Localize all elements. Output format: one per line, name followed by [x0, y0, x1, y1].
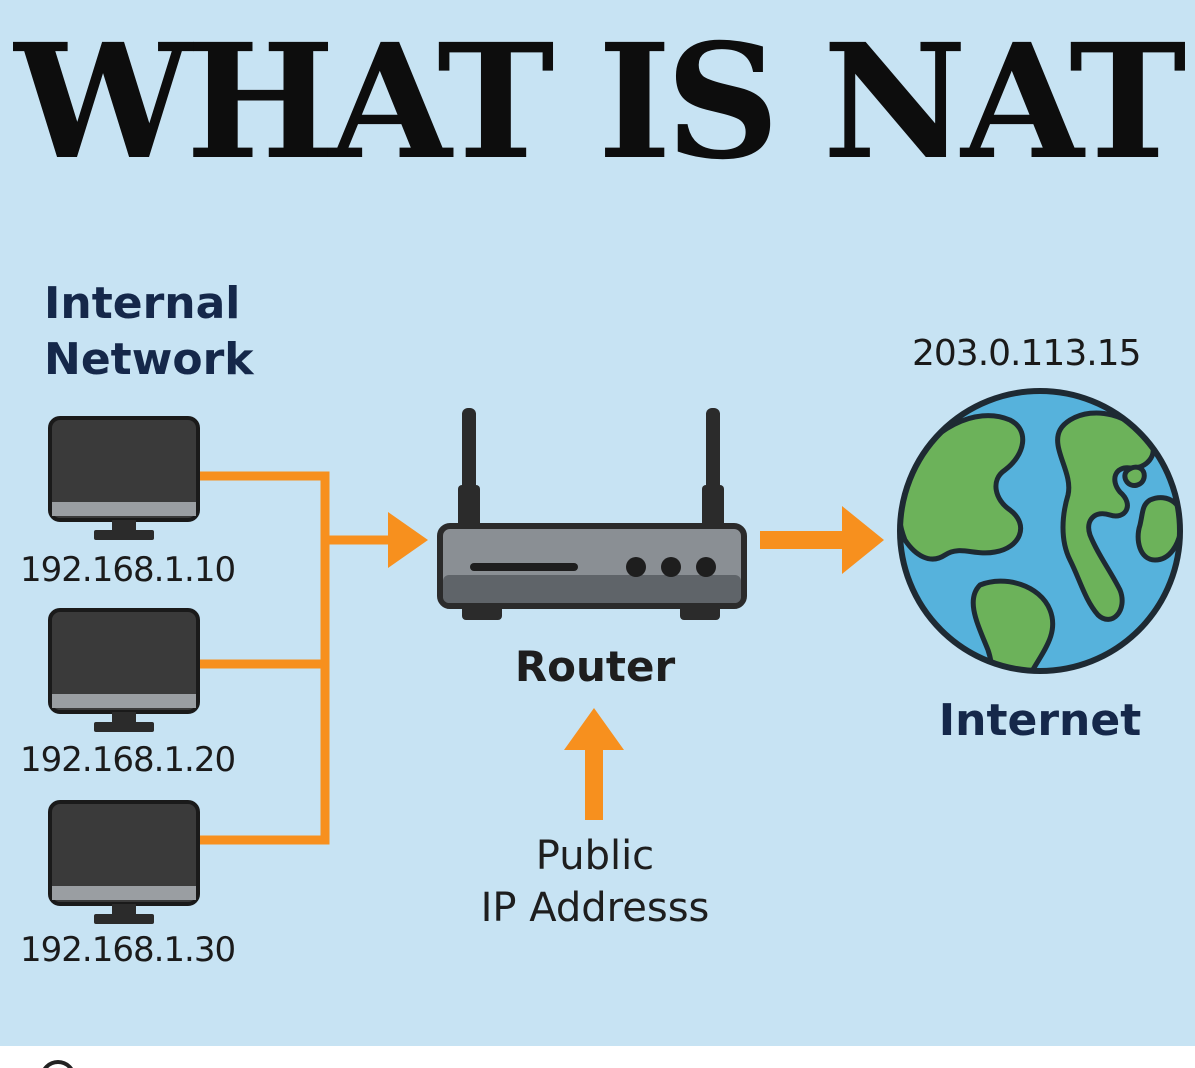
- bottom-strip: [0, 1046, 1195, 1068]
- computer-3-ip: 192.168.1.30: [20, 930, 236, 970]
- public-ip-address-line2: IP Addresss: [480, 885, 710, 931]
- page-title: WHAT IS NAT: [14, 10, 1186, 195]
- computer-3: [48, 800, 200, 924]
- internal-network-heading-line2: Network: [44, 334, 254, 385]
- network-diagram: [48, 388, 1183, 924]
- partial-circle-icon: [40, 1060, 76, 1068]
- public-ip-address-label: Public IP Addresss: [440, 830, 750, 934]
- router-label: Router: [514, 642, 676, 691]
- internal-network-heading: Internal Network: [44, 276, 344, 388]
- arrow-up-shaft: [585, 745, 603, 820]
- router-icon: [437, 408, 747, 620]
- monitor-icon: [48, 416, 200, 540]
- internet-ip-address: 203.0.113.15: [912, 333, 1141, 374]
- public-ip-address-line1: Public: [535, 833, 655, 879]
- computer-1: [48, 416, 200, 540]
- arrow-to-internet-icon: [842, 506, 884, 574]
- monitor-icon: [48, 800, 200, 924]
- computer-2: [48, 608, 200, 732]
- monitor-icon: [48, 608, 200, 732]
- connection-lines: [197, 471, 397, 845]
- computer-1-ip: 192.168.1.10: [20, 550, 236, 590]
- arrow-to-router-icon: [388, 512, 428, 568]
- computer-2-ip: 192.168.1.20: [20, 740, 236, 780]
- internal-network-heading-line1: Internal: [44, 278, 241, 329]
- arrow-up-icon: [564, 708, 624, 750]
- internet-label: Internet: [938, 695, 1142, 746]
- arrow-to-internet-shaft: [760, 531, 848, 549]
- globe-icon: [897, 388, 1183, 674]
